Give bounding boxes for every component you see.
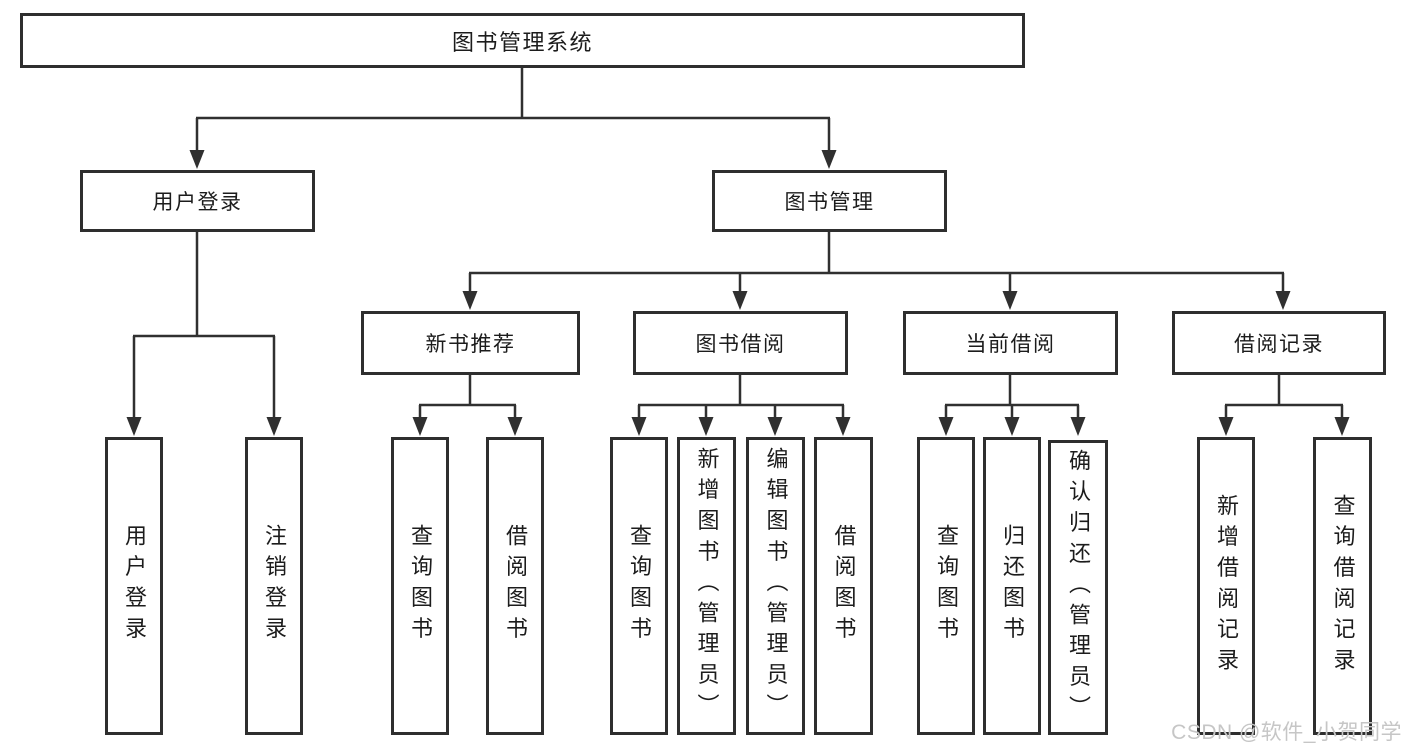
- arrowheads: [126, 150, 1350, 436]
- connector-records-to-leaves: [1224, 375, 1344, 420]
- node-user-login: 用户登录: [80, 170, 315, 232]
- leaf-logout: 注销登录: [245, 437, 303, 735]
- leaf-logout-label: 注销登录: [262, 524, 287, 648]
- leaf-edit-book-admin-label: 编辑图书（管理员）: [763, 447, 789, 725]
- leaf-return-book: 归还图书: [983, 437, 1041, 735]
- leaf-borrow-books-recommend-label: 借阅图书: [503, 524, 528, 648]
- node-root: 图书管理系统: [20, 13, 1025, 68]
- node-user-login-label: 用户登录: [152, 191, 243, 214]
- node-new-book-recommend-label: 新书推荐: [425, 333, 516, 356]
- csdn-watermark: CSDN @软件_小贺同学: [1171, 721, 1402, 744]
- leaf-query-books-borrow-label: 查询图书: [627, 524, 652, 648]
- node-borrow-records: 借阅记录: [1172, 311, 1386, 375]
- leaf-query-books-current: 查询图书: [917, 437, 975, 735]
- node-new-book-recommend: 新书推荐: [361, 311, 580, 375]
- leaf-borrow-books-borrow-label: 借阅图书: [831, 524, 857, 648]
- connector-currentborrow-to-leaves: [944, 375, 1080, 420]
- leaf-add-book-admin-label: 新增图书（管理员）: [694, 447, 720, 725]
- node-book-management: 图书管理: [712, 170, 947, 232]
- node-borrow-records-label: 借阅记录: [1234, 333, 1324, 356]
- leaf-user-login-label: 用户登录: [122, 524, 147, 648]
- node-book-management-label: 图书管理: [784, 191, 875, 214]
- connector-bookborrow-to-leaves: [637, 375, 845, 420]
- leaf-borrow-books-recommend: 借阅图书: [486, 437, 544, 735]
- leaf-borrow-books-borrow: 借阅图书: [814, 437, 873, 735]
- leaf-query-borrow-record-label: 查询借阅记录: [1330, 493, 1356, 679]
- leaf-edit-book-admin: 编辑图书（管理员）: [746, 437, 805, 735]
- node-root-label: 图书管理系统: [451, 29, 593, 55]
- node-current-borrow: 当前借阅: [903, 311, 1118, 375]
- leaf-query-books-current-label: 查询图书: [934, 524, 959, 648]
- connector-bookmgmt-to-level3: [468, 232, 1285, 293]
- leaf-query-borrow-record: 查询借阅记录: [1313, 437, 1372, 735]
- node-book-borrow: 图书借阅: [633, 311, 848, 375]
- leaf-user-login: 用户登录: [105, 437, 163, 735]
- leaf-query-books-borrow: 查询图书: [610, 437, 668, 735]
- leaf-confirm-return-admin-label: 确认归还（管理员）: [1066, 448, 1091, 727]
- leaf-add-borrow-record-label: 新增借阅记录: [1214, 493, 1239, 679]
- leaf-return-book-label: 归还图书: [1000, 524, 1025, 648]
- connector-root-to-level2: [195, 68, 831, 152]
- node-current-borrow-label: 当前借阅: [965, 333, 1056, 356]
- leaf-add-book-admin: 新增图书（管理员）: [677, 437, 736, 735]
- leaf-query-books-recommend-label: 查询图书: [408, 524, 433, 648]
- node-book-borrow-label: 图书借阅: [695, 333, 786, 356]
- leaf-add-borrow-record: 新增借阅记录: [1197, 437, 1255, 735]
- connector-userlogin-to-leaves: [132, 232, 276, 420]
- connector-recommend-to-leaves: [418, 375, 517, 420]
- leaf-query-books-recommend: 查询图书: [391, 437, 449, 735]
- leaf-confirm-return-admin: 确认归还（管理员）: [1048, 440, 1108, 735]
